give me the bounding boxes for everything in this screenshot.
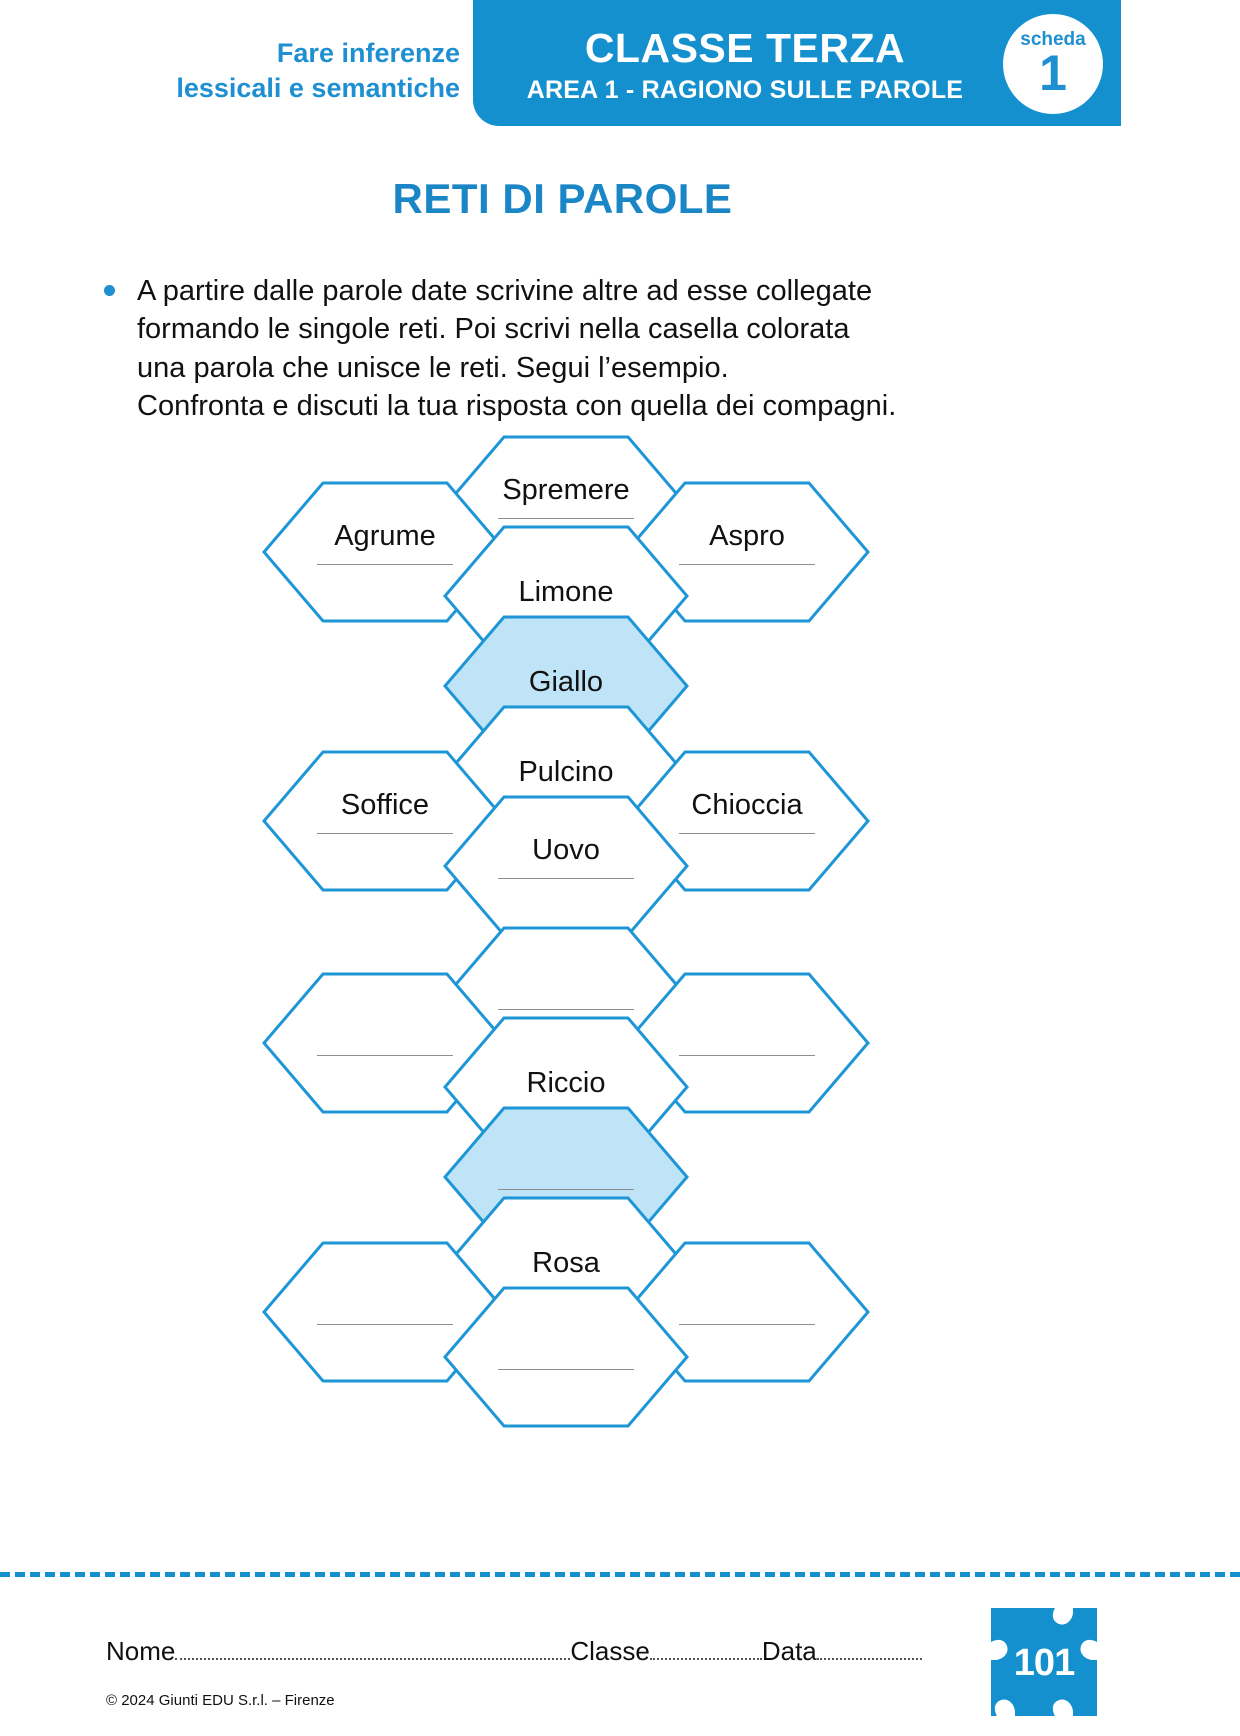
answer-write-line[interactable] <box>317 564 453 565</box>
instructions-line-3: una parola che unisce le reti. Segui l’e… <box>137 351 729 384</box>
dashed-separator <box>0 1572 1240 1577</box>
hexagon-shape <box>262 750 508 892</box>
instructions-line-1: A partire dalle parole date scrivine alt… <box>137 275 873 307</box>
hex-cell-label: Agrume <box>334 520 436 552</box>
hexagon-shape <box>443 1286 689 1428</box>
answer-write-line[interactable] <box>317 833 453 834</box>
data-label: Data <box>761 1636 817 1666</box>
answer-write-line[interactable] <box>498 878 634 879</box>
instructions-line-2: formando le singole reti. Poi scrivi nel… <box>137 313 850 346</box>
hex-cell-lower-left[interactable]: Soffice <box>261 749 509 893</box>
hex-cell-label: Chioccia <box>691 789 803 821</box>
page-title: RETI DI PAROLE <box>392 175 733 222</box>
classe-label: Classe <box>570 1636 650 1666</box>
hex-cell-label: Aspro <box>709 520 785 552</box>
answer-write-line[interactable] <box>679 833 815 834</box>
hex-cell-bottom-center[interactable] <box>442 1285 690 1429</box>
page-header: Fare inferenze lessicali e semantiche CL… <box>0 0 1240 130</box>
hex-cell-label: Pulcino <box>518 756 614 788</box>
header-section-line-1: Fare inferenze <box>276 38 460 68</box>
hex-cell-label: Limone <box>518 576 614 608</box>
answer-write-line[interactable] <box>679 564 815 565</box>
class-title: CLASSE TERZA <box>584 25 906 71</box>
area-subtitle: AREA 1 - RAGIONO SULLE PAROLE <box>526 75 964 104</box>
puzzle-piece-icon <box>991 1608 1097 1716</box>
header-section-line-2: lessicali e semantiche <box>176 73 460 104</box>
instructions-line-4: Confronta e discuti la tua risposta con … <box>137 389 897 422</box>
hex-cell-upper-left[interactable] <box>261 971 509 1115</box>
answer-write-line[interactable] <box>498 518 634 519</box>
header-section-label: Fare inferenze lessicali e semantiche <box>120 36 460 106</box>
hex-cell-label: Spremere <box>502 474 630 506</box>
page-number: 101 <box>1013 1642 1075 1684</box>
nome-label: Nome <box>106 1636 176 1666</box>
hexagon-shape <box>262 481 508 623</box>
student-info-line: Nome Classe Data <box>106 1636 1006 1667</box>
classe-input[interactable] <box>649 1639 762 1660</box>
answer-write-line[interactable] <box>317 1055 453 1056</box>
hex-cell-upper-right[interactable]: Aspro <box>623 480 871 624</box>
answer-write-line[interactable] <box>679 1324 815 1325</box>
bullet-icon <box>104 285 115 296</box>
copyright-text: © 2024 Giunti EDU S.r.l. – Firenze <box>106 1692 335 1709</box>
answer-write-line[interactable] <box>498 1009 634 1010</box>
scheda-badge-number: 1 <box>1039 45 1067 101</box>
hex-cell-upper-left[interactable]: Agrume <box>261 480 509 624</box>
nome-input[interactable] <box>175 1639 571 1660</box>
hex-cell-label: Giallo <box>528 666 604 698</box>
header-titles: CLASSE TERZA AREA 1 - RAGIONO SULLE PARO… <box>500 25 990 105</box>
answer-write-line[interactable] <box>317 1324 453 1325</box>
scheda-badge-label: scheda <box>1020 29 1086 50</box>
hex-cell-lower-left[interactable] <box>261 1240 509 1384</box>
hex-cell-label: Soffice <box>340 789 430 821</box>
page-number-puzzle-piece: 101 <box>985 1602 1103 1722</box>
answer-write-line[interactable] <box>679 1055 815 1056</box>
hex-cell-label: Riccio <box>526 1067 606 1099</box>
hex-cell-lower-right[interactable]: Chioccia <box>623 749 871 893</box>
hexagon-shape <box>262 972 508 1114</box>
data-input[interactable] <box>816 1639 922 1660</box>
scheda-badge: scheda 1 <box>1001 12 1105 116</box>
instructions-text: A partire dalle parole date scrivine alt… <box>137 272 1004 425</box>
answer-write-line[interactable] <box>498 1189 634 1190</box>
hexagon-shape <box>262 1241 508 1383</box>
hex-cell-label: Rosa <box>532 1247 600 1279</box>
answer-write-line[interactable] <box>498 1369 634 1370</box>
instructions-block: A partire dalle parole date scrivine alt… <box>104 272 1004 425</box>
hex-cell-label: Uovo <box>532 834 600 866</box>
